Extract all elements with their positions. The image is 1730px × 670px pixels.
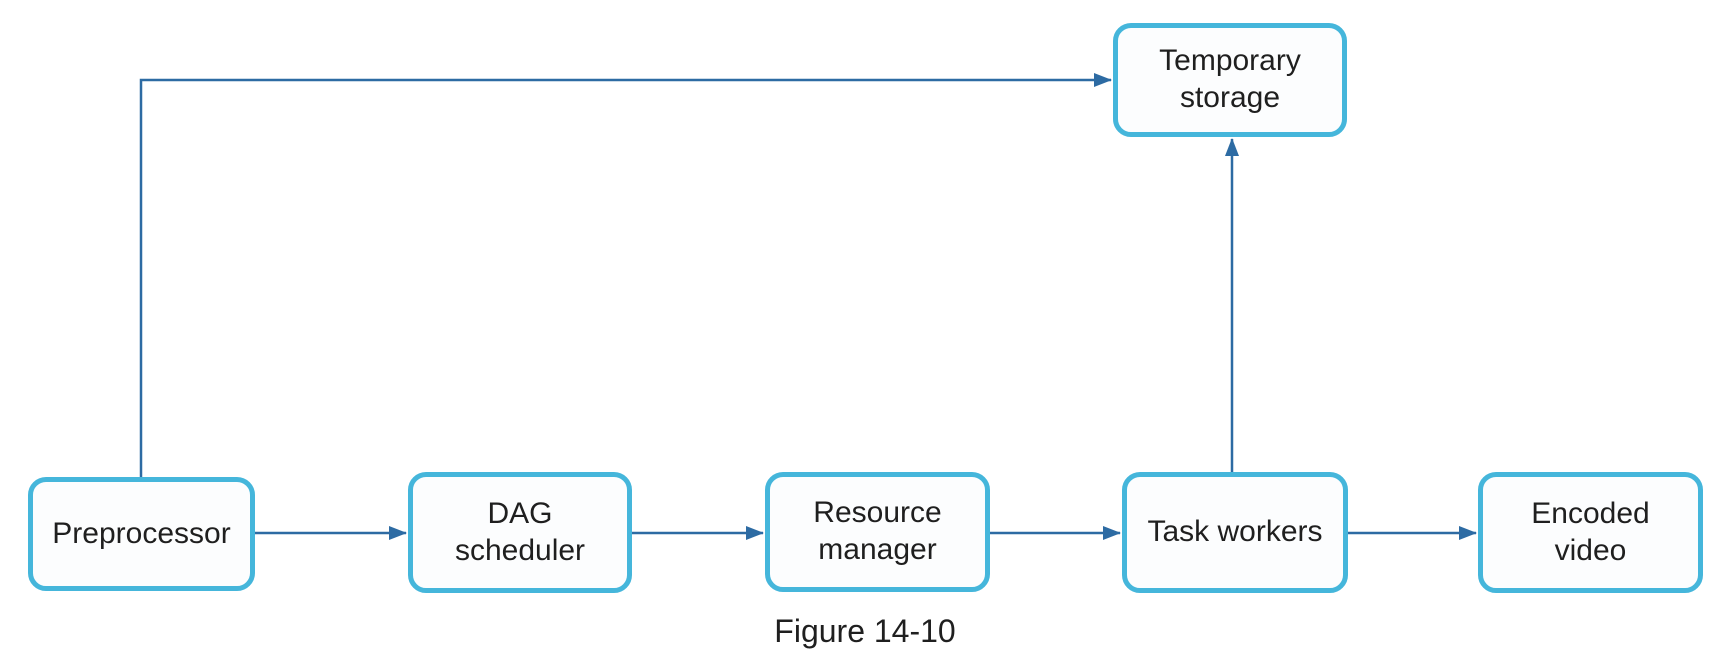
node-label: Preprocessor [52, 516, 231, 550]
node-label: video [1554, 533, 1627, 567]
node-label: DAG [487, 496, 553, 530]
node-label: Encoded [1531, 496, 1650, 530]
node-dag-scheduler: DAG scheduler [408, 472, 632, 593]
node-label: Temporary [1159, 44, 1301, 78]
figure-caption: Figure 14-10 [774, 613, 956, 649]
node-label: scheduler [454, 533, 586, 567]
node-task-workers: Task workers [1122, 472, 1348, 593]
edge-preprocessor-to-temporary-storage [139, 73, 1112, 477]
node-label: Task workers [1147, 515, 1323, 549]
node-label: Resource [813, 496, 942, 530]
node-label: storage [1179, 81, 1281, 114]
node-preprocessor: Preprocessor [28, 477, 255, 591]
node-temporary-storage: Temporary storage [1113, 23, 1347, 137]
node-resource-manager: Resource manager [765, 472, 990, 592]
node-encoded-video: Encoded video [1478, 472, 1703, 593]
node-label: manager [818, 533, 937, 566]
